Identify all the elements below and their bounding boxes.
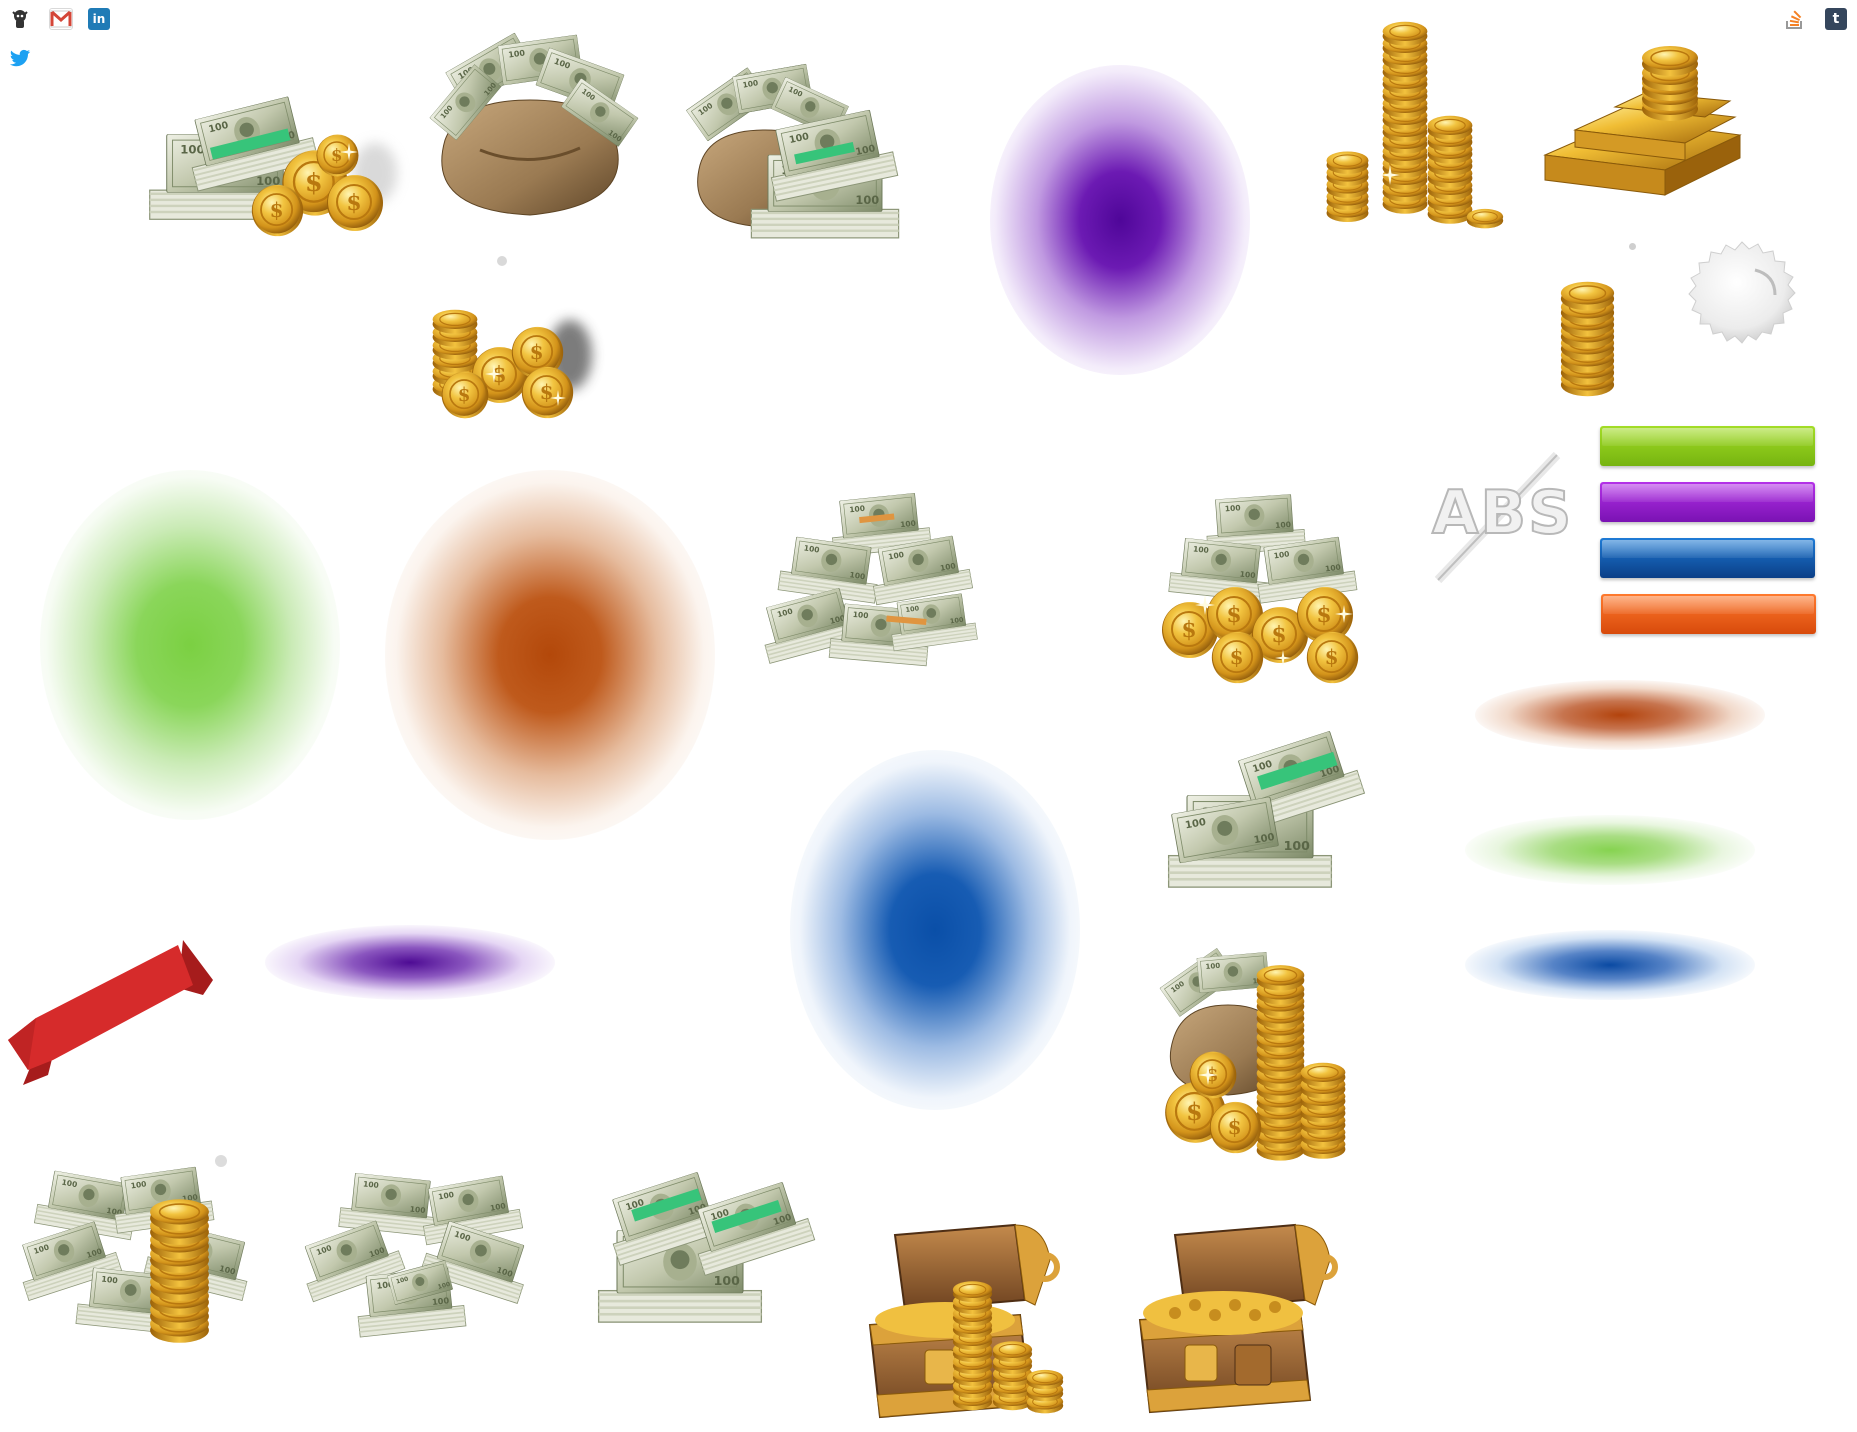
cash-and-coins-icon [140,88,400,248]
coin-stack-icon [1550,270,1630,398]
orange-glow [385,470,715,840]
green-bar [1600,426,1815,466]
treasure-chest-icon [1135,1205,1338,1415]
red-ribbon-banner [8,940,213,1085]
abs-logo: ABS [1430,450,1574,585]
gold-bars-icon [1535,35,1750,205]
abs-logo-text: ABS [1431,477,1574,549]
treasure-chest-icon [865,1205,1075,1420]
gmail-icon[interactable] [49,8,73,30]
cash-pile-with-coins-icon [1155,490,1370,690]
linkedin-glyph: in [92,12,106,26]
dot [497,256,507,266]
coin-stacks-icon [1325,15,1505,230]
blue-ellipse-shadow [1465,930,1755,1000]
dot [1629,243,1636,250]
purple-glow [990,65,1250,375]
cash-bundles-icon [580,1165,820,1330]
seal-badge-icon [1685,240,1800,350]
purple-bar [1600,482,1815,522]
stackoverflow-icon[interactable] [1784,8,1806,30]
dot [215,1155,227,1167]
blue-bar [1600,538,1815,578]
blue-glow [790,750,1080,1110]
twitter-icon[interactable] [9,48,31,70]
money-sack-with-coins-icon [1158,947,1373,1165]
linkedin-icon[interactable]: in [88,8,110,30]
green-glow [40,470,340,820]
github-icon[interactable] [9,8,31,30]
orange-ellipse-shadow [1475,680,1765,750]
tumblr-glyph: t [1832,11,1840,27]
tumblr-icon[interactable]: t [1825,8,1847,30]
cash-pile-with-coin-stack-icon [12,1165,262,1345]
cash-pile-icon [755,490,980,680]
coin-pile-icon [425,295,595,425]
cash-pile-spread-icon [295,1170,540,1345]
purple-ellipse-shadow [265,925,555,1000]
cash-bundle-icon [1155,730,1370,900]
orange-bar [1601,594,1816,634]
green-ellipse-shadow [1465,815,1755,885]
money-sack-with-cash-icon [680,55,910,245]
money-sack-icon [420,30,640,220]
